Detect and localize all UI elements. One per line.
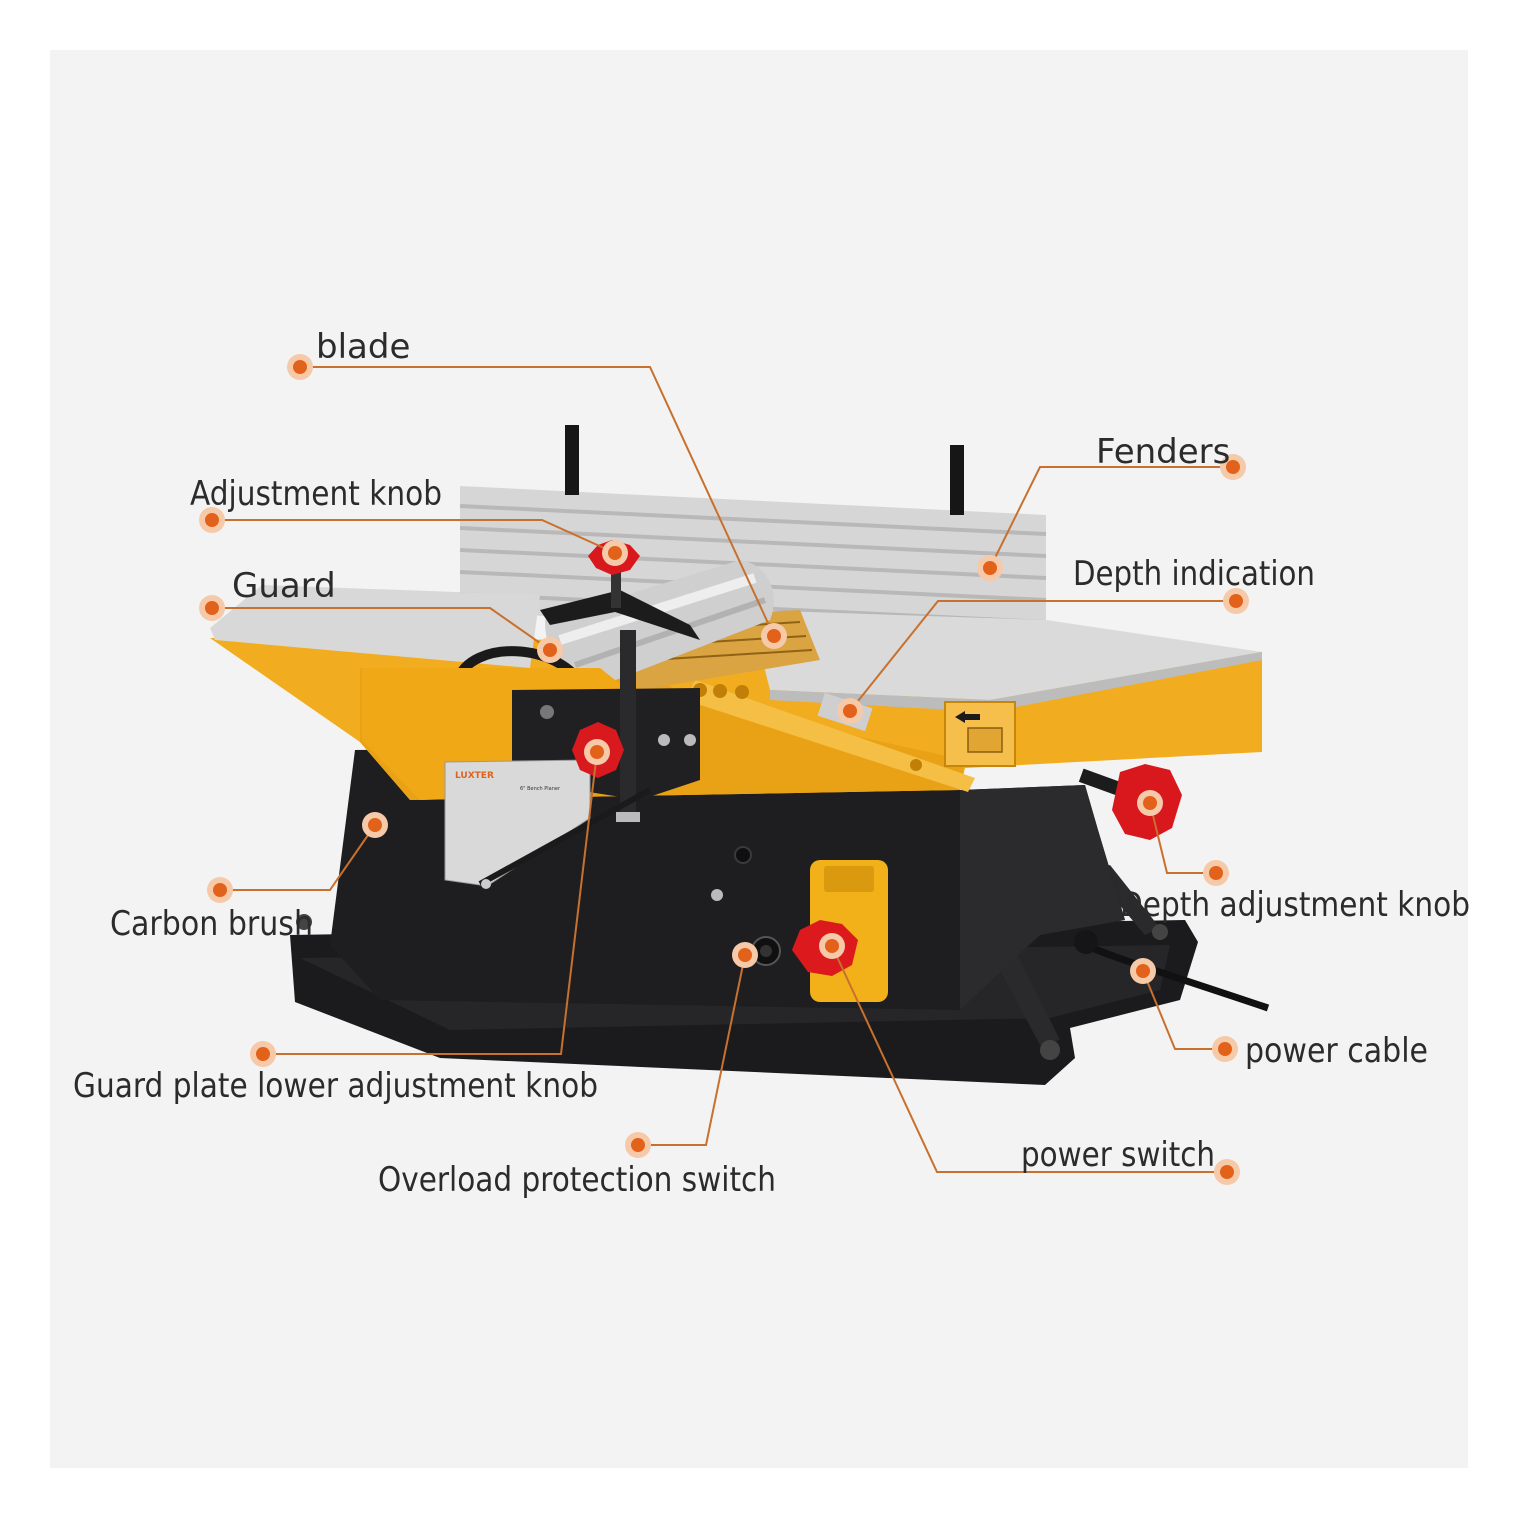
marker-overload-switch-target: [732, 942, 758, 968]
leader-guard: [212, 607, 551, 651]
label-depth-adjustment-knob: Depth adjustment knob: [1120, 885, 1470, 925]
label-guard-plate-lower-adjustment-knob: Guard plate lower adjustment knob: [73, 1066, 598, 1106]
infeed-table: [210, 585, 540, 668]
marker-carbon-brush: [207, 877, 233, 903]
marker-blade: [287, 354, 313, 380]
overload-switch-illustration: [751, 936, 781, 966]
label-guard: Guard: [232, 566, 336, 606]
marker-fenders-target: [977, 555, 1003, 581]
marker-adjustment-knob-target: [602, 540, 628, 566]
marker-power-cable-target: [1130, 958, 1156, 984]
leader-power-cable: [1142, 970, 1225, 1050]
label-power-switch: power switch: [1021, 1135, 1215, 1175]
marker-guard: [199, 595, 225, 621]
marker-blade-target: [761, 623, 787, 649]
leader-carbon-brush: [220, 824, 376, 891]
marker-guard-plate-knob-target: [584, 739, 610, 765]
leader-fenders: [989, 466, 1233, 569]
label-fenders: Fenders: [1096, 432, 1230, 472]
label-blade: blade: [316, 327, 410, 367]
label-adjustment-knob: Adjustment knob: [190, 474, 442, 514]
callout-labels: blade Adjustment knob Guard Fenders Dept…: [73, 327, 1470, 1200]
leader-overload-switch: [638, 954, 746, 1146]
leader-guard-plate-knob: [263, 751, 598, 1055]
plate-line: 6" Bench Planer: [520, 786, 561, 792]
label-power-cable: power cable: [1245, 1031, 1428, 1071]
bench-planer-illustration: LUXTER 6" Bench Planer: [210, 425, 1270, 1085]
leader-depth-indication: [849, 600, 1236, 712]
marker-depth-adjustment-knob-target: [1137, 790, 1163, 816]
callout-markers: [199, 354, 1249, 1185]
marker-carbon-brush-target: [362, 812, 388, 838]
leader-depth-adjustment-knob: [1149, 802, 1216, 874]
leader-lines: [212, 366, 1236, 1173]
label-carbon-brush: Carbon brush: [110, 904, 313, 944]
marker-power-switch: [1214, 1159, 1240, 1185]
marker-guard-plate-knob: [250, 1041, 276, 1067]
marker-power-cable: [1212, 1036, 1238, 1062]
marker-adjustment-knob: [199, 507, 225, 533]
marker-depth-indication: [1223, 588, 1249, 614]
leader-adjustment-knob: [212, 519, 616, 554]
leader-power-switch: [831, 945, 1227, 1173]
plate-brand: LUXTER: [455, 771, 494, 781]
marker-overload-switch: [625, 1132, 651, 1158]
leader-blade: [300, 366, 775, 637]
marker-guard-target: [537, 637, 563, 663]
label-depth-indication: Depth indication: [1073, 554, 1315, 594]
marker-power-switch-target: [819, 933, 845, 959]
marker-depth-adjustment-knob: [1203, 860, 1229, 886]
marker-depth-indication-target: [837, 698, 863, 724]
marker-fenders: [1220, 454, 1246, 480]
label-overload-protection-switch: Overload protection switch: [378, 1160, 776, 1200]
